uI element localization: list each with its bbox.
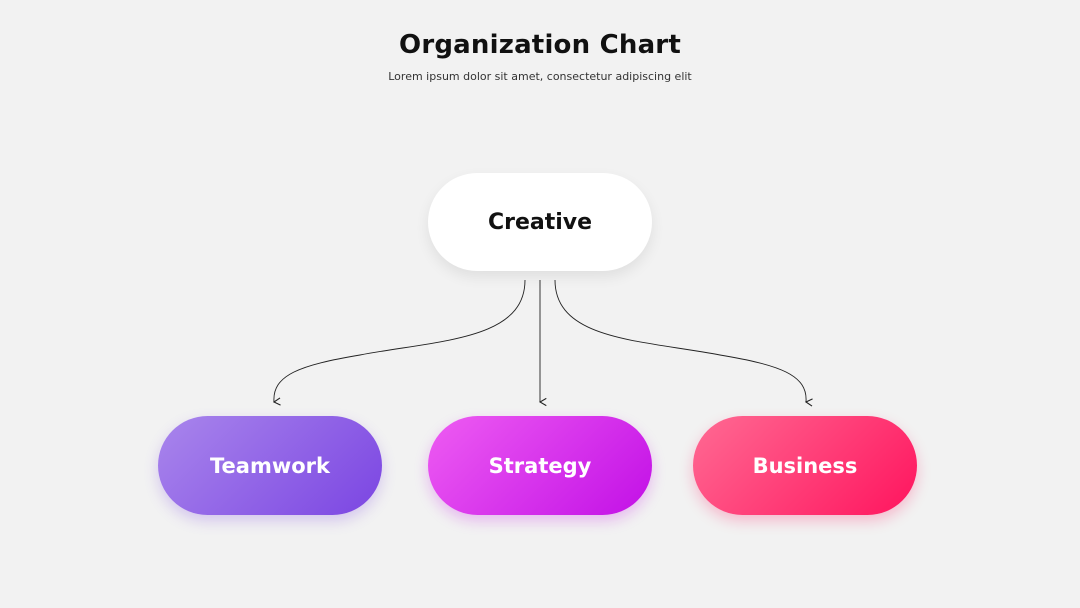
node-strategy-label: Strategy	[488, 453, 592, 478]
node-business-label: Business	[752, 453, 858, 478]
node-creative: Creative	[428, 173, 652, 271]
node-creative-label: Creative	[487, 209, 593, 235]
connector-left	[274, 279, 526, 402]
page-title: Organization Chart	[399, 30, 681, 60]
node-teamwork-label: Teamwork	[210, 453, 330, 478]
page-subtitle: Lorem ipsum dolor sit amet, consectetur …	[388, 70, 692, 83]
connector-right	[554, 279, 806, 402]
node-business: Business	[693, 416, 917, 515]
node-teamwork: Teamwork	[158, 416, 382, 515]
node-strategy: Strategy	[428, 416, 652, 515]
